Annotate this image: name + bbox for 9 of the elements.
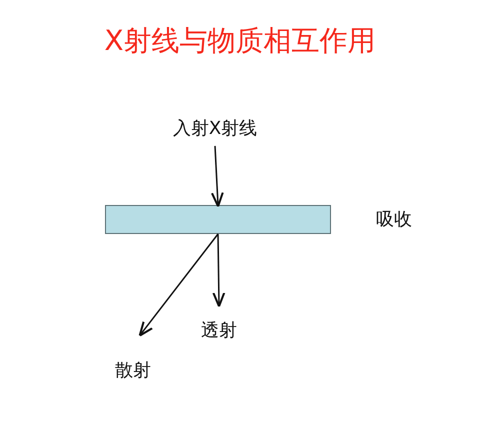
side-label: 吸收 xyxy=(376,208,412,231)
node-label: 透射 xyxy=(200,319,238,342)
absorber-slab xyxy=(105,205,331,234)
node-label: 散射 xyxy=(114,359,152,382)
arrow xyxy=(210,146,224,208)
arrow xyxy=(212,234,226,308)
arrow xyxy=(138,234,219,337)
title: X射线与物质相互作用 xyxy=(103,23,377,59)
node-label: 入射X射线 xyxy=(172,117,258,140)
